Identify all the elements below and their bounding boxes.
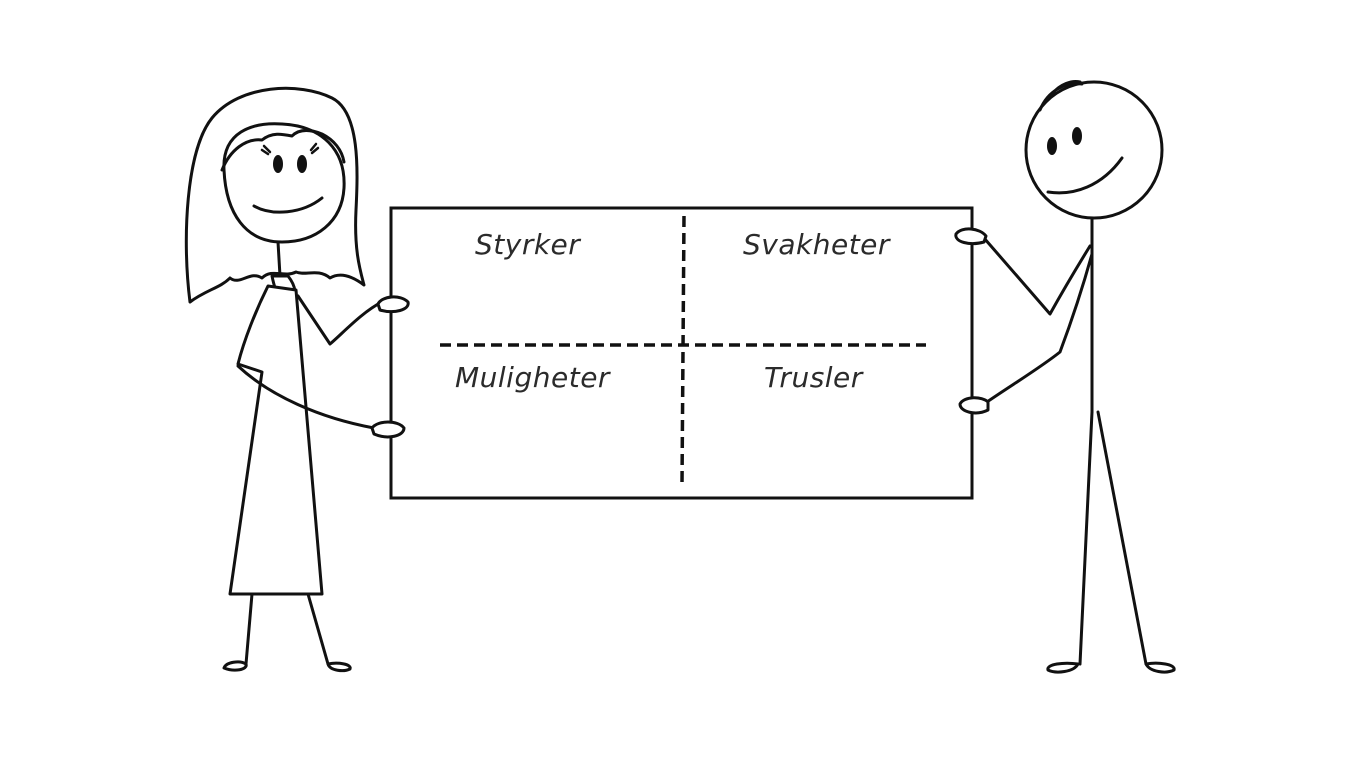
man-top-hand [954, 227, 988, 246]
quadrant-label-threats: Trusler [764, 361, 864, 394]
woman-dress [228, 284, 324, 596]
board-vertical-divider [680, 215, 686, 485]
woman-left-foot [222, 660, 248, 672]
woman-eyelashes [260, 142, 320, 156]
man-legs [1078, 410, 1148, 666]
quadrant-label-strengths: Styrker [475, 228, 581, 261]
man-right-eye [1072, 127, 1082, 145]
man-bottom-hand [958, 396, 990, 415]
man-lower-arm [982, 252, 1094, 406]
man-left-eye [1047, 137, 1057, 155]
woman-figure [184, 86, 384, 673]
woman-right-eye [297, 155, 307, 173]
woman-bottom-hand [370, 420, 406, 439]
woman-upper-arm [296, 294, 384, 346]
woman-left-eye [273, 155, 283, 173]
man-left-foot [1046, 661, 1080, 674]
woman-lower-arm [236, 364, 376, 430]
man-figure [982, 80, 1176, 674]
swot-board: Styrker Svakheter Muligheter Trusler [389, 206, 974, 500]
hands [370, 227, 990, 439]
woman-legs [244, 592, 330, 666]
woman-bangs [220, 129, 346, 172]
quadrant-label-weaknesses: Svakheter [743, 228, 891, 261]
woman-smile [252, 196, 324, 214]
woman-face [222, 122, 346, 244]
woman-top-hand [376, 295, 410, 314]
man-head [1024, 80, 1164, 220]
man-smile [1046, 156, 1124, 195]
quadrant-label-opportunities: Muligheter [455, 361, 611, 394]
man-right-foot [1144, 661, 1176, 674]
woman-neck [276, 240, 282, 278]
man-hair [1038, 80, 1084, 112]
woman-right-foot [326, 661, 352, 673]
man-upper-arm [982, 236, 1092, 316]
